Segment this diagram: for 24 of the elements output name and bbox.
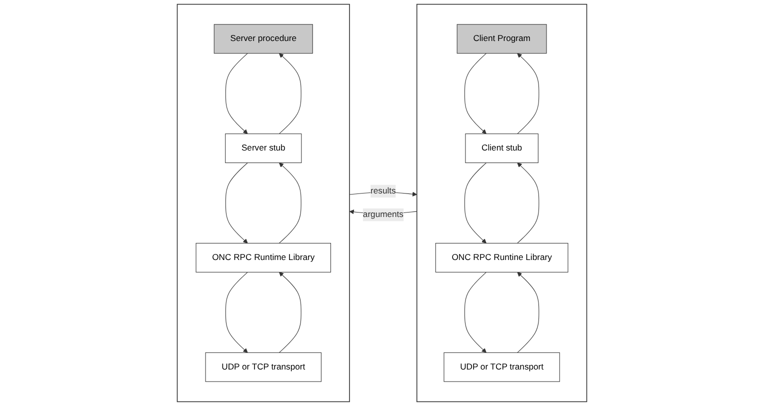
arrow — [464, 272, 487, 353]
node-box: UDP or TCP transport — [444, 352, 560, 382]
node-box: Server procedure — [214, 24, 313, 54]
arrow — [225, 162, 248, 244]
arrow — [464, 162, 487, 244]
arrow — [225, 53, 248, 134]
cluster — [176, 4, 350, 402]
edge-label: results — [370, 186, 396, 196]
node-box: Server stub — [225, 134, 302, 164]
node-box: Client Program — [456, 24, 547, 54]
arrow — [517, 53, 540, 134]
arrow — [464, 53, 487, 134]
arrow — [278, 53, 302, 134]
arrow — [517, 162, 540, 244]
node-box: ONC RPC Runtime Library — [196, 242, 331, 272]
edge-label: arguments — [362, 210, 404, 220]
cluster — [416, 4, 588, 402]
arrow — [517, 272, 540, 353]
arrow — [278, 272, 302, 353]
arrow — [225, 272, 248, 353]
node-box: Client stub — [465, 134, 538, 164]
arrow — [278, 162, 302, 244]
node-box: ONC RPC Runtine Library — [435, 242, 568, 272]
node-box: UDP or TCP transport — [205, 352, 322, 382]
